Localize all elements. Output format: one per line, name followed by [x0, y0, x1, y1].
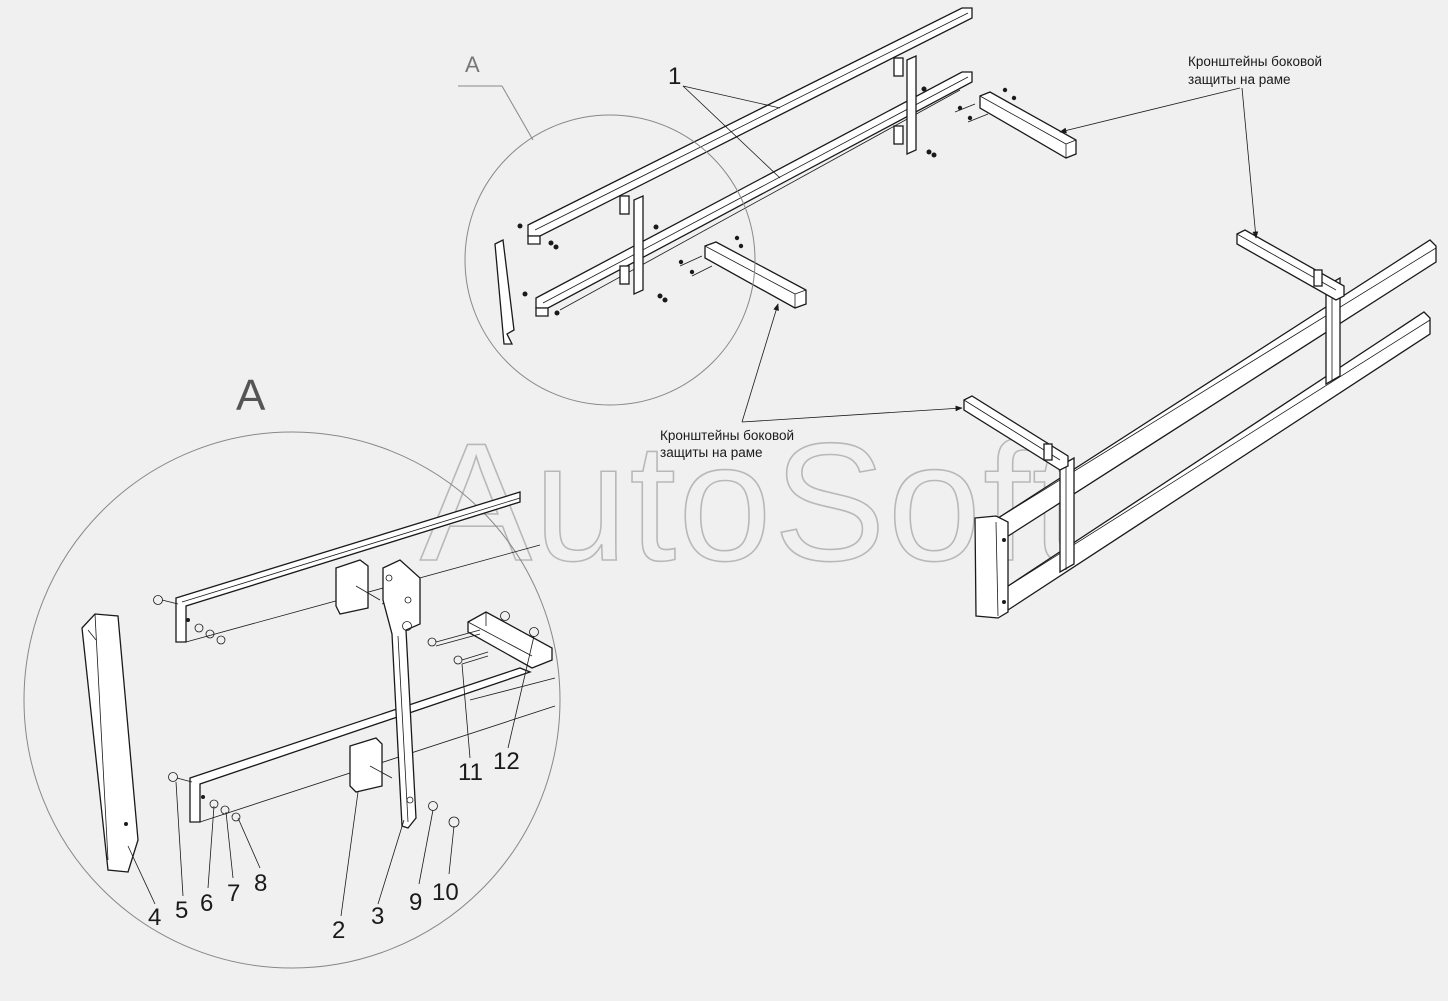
frame-bracket-upper: [979, 91, 1077, 159]
end-cap-detail: [81, 613, 139, 873]
callout-top-right-line1: Кронштейны боковой: [1188, 54, 1322, 69]
part-number-1: 1: [668, 63, 681, 90]
bracket-plate-lower: [349, 737, 383, 793]
frame-bracket-center: [963, 395, 1069, 471]
end-cap-small: [494, 239, 515, 345]
detail-circle-large: [23, 431, 561, 969]
frame-bracket-right: [1236, 229, 1345, 301]
part-number-12: 12: [493, 748, 520, 775]
part-number-5: 5: [175, 897, 188, 924]
part-number-3: 3: [371, 903, 384, 930]
part-number-9: 9: [409, 889, 422, 916]
end-cap-right: [974, 515, 1009, 619]
upper-guard-assembly: [494, 7, 1077, 345]
callout-top-right-line2: защиты на раме: [1188, 72, 1291, 87]
watermark: AutoSoft: [420, 408, 1080, 596]
callout-center-line2: защиты на раме: [660, 445, 763, 460]
detail-a-assembly: [81, 491, 556, 873]
part-number-6: 6: [200, 890, 213, 917]
detail-frame-bracket: [467, 611, 553, 669]
part-number-4: 4: [148, 904, 161, 931]
bracket-plate-upper: [335, 559, 369, 615]
frame-bracket-lower: [704, 241, 807, 309]
part-number-10: 10: [432, 879, 459, 906]
callout-center-line1: Кронштейны боковой: [660, 428, 794, 443]
view-label-large: A: [236, 371, 266, 420]
view-label-small: A: [465, 52, 480, 77]
right-guard-assembly: [963, 229, 1437, 619]
detail-circle-small: [464, 114, 756, 406]
part-number-7: 7: [227, 880, 240, 907]
right-post-1: [1059, 456, 1075, 574]
part-number-11: 11: [458, 759, 483, 786]
part-number-2: 2: [332, 917, 345, 944]
post-upper: [906, 54, 917, 156]
part-number-8: 8: [254, 870, 267, 897]
post-lower: [633, 194, 644, 296]
detail-leaders: [127, 635, 535, 917]
